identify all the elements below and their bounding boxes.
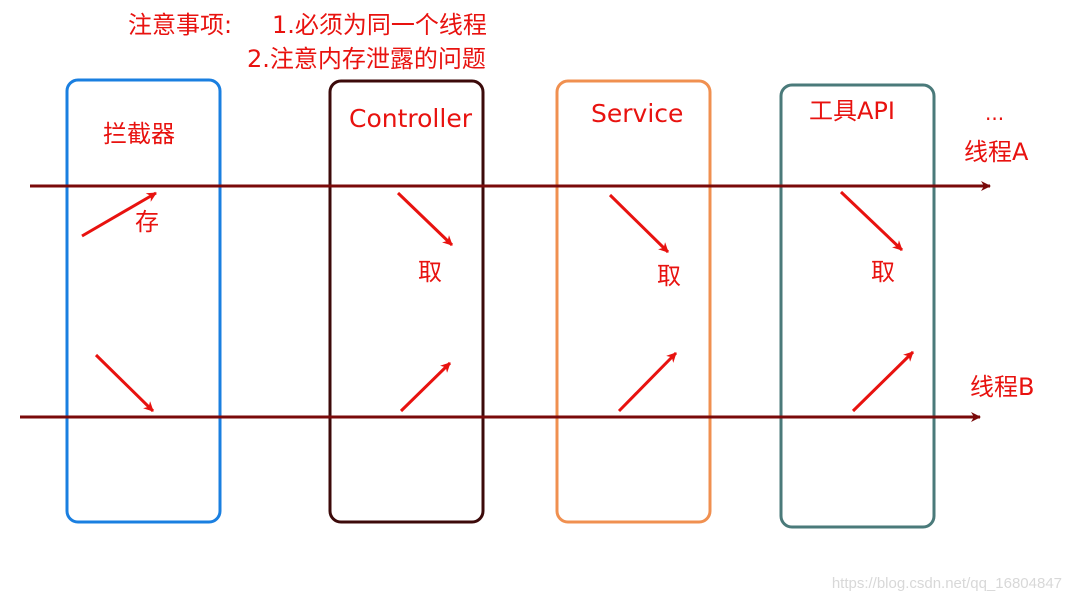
service-box (555, 79, 712, 524)
watermark: https://blog.csdn.net/qq_16804847 (832, 575, 1062, 592)
tool-thread-b-arrow (851, 350, 915, 413)
notes-item-2: 2.注意内存泄露的问题 (247, 45, 486, 73)
store-arrow (81, 191, 157, 238)
interceptor-label: 拦截器 (103, 120, 175, 148)
controller-box (328, 79, 485, 524)
thread-b-label: 线程B (970, 373, 1034, 401)
interceptor-box (65, 78, 222, 524)
notes-item-1: 1.必须为同一个线程 (272, 11, 487, 39)
tool-take-arrow (839, 190, 904, 252)
tool-api-box (779, 83, 936, 529)
thread-a-label: 线程A (964, 138, 1029, 166)
controller-take-arrow (396, 191, 454, 247)
interceptor-thread-b-arrow (94, 353, 155, 413)
store-label: 存 (135, 208, 159, 236)
more-layers-label: ... (985, 101, 1004, 125)
service-label: Service (591, 99, 683, 128)
service-take-arrow (608, 193, 670, 254)
controller-label: Controller (349, 104, 473, 133)
tool-api-label: 工具API (809, 97, 895, 125)
controller-take-label: 取 (418, 258, 442, 286)
notes-heading: 注意事项: (128, 11, 232, 39)
controller-thread-b-arrow (399, 361, 452, 413)
tool-take-label: 取 (871, 258, 895, 286)
service-thread-b-arrow (617, 351, 678, 413)
service-take-label: 取 (657, 262, 681, 290)
